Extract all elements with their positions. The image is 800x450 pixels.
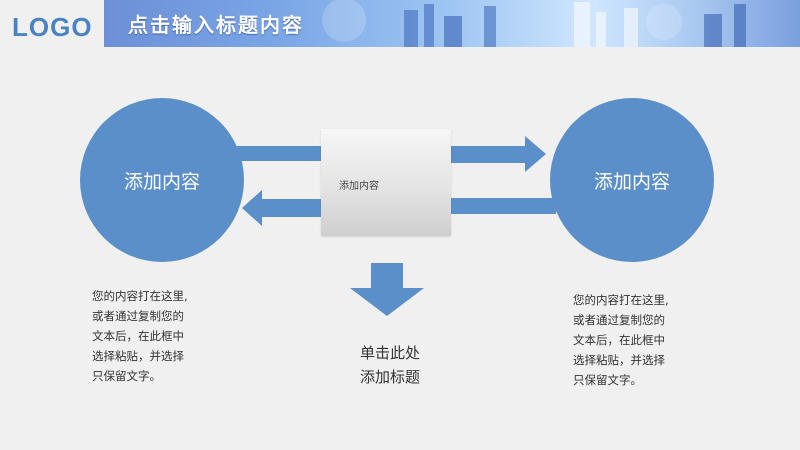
arrow-left-bottom-right (451, 198, 556, 214)
left-desc-line: 只保留文字。 (92, 369, 161, 383)
page-title[interactable]: 点击输入标题内容 (128, 13, 304, 37)
left-desc-line: 文本后，在此框中 (92, 329, 184, 343)
center-box-label: 添加内容 (339, 181, 379, 192)
right-desc-line: 文本后，在此框中 (573, 333, 665, 347)
cta-line: 添加标题 (359, 368, 420, 386)
left-desc-line: 您的内容打在这里, (92, 289, 188, 303)
title-banner[interactable]: 点击输入标题内容 (104, 0, 800, 47)
right-desc-line: 选择粘贴，并选择 (573, 353, 665, 367)
right-circle-node[interactable]: 添加内容 (550, 98, 714, 262)
right-description[interactable]: 您的内容打在这里, 或者通过复制您的 文本后，在此框中 选择粘贴，并选择 只保留… (573, 290, 713, 390)
left-circle-label: 添加内容 (123, 170, 200, 193)
right-circle-label: 添加内容 (593, 170, 670, 193)
logo: LOGO (12, 12, 93, 42)
left-description[interactable]: 您的内容打在这里, 或者通过复制您的 文本后，在此框中 选择粘贴，并选择 只保留… (92, 286, 232, 386)
city-skyline-decoration (322, 0, 746, 47)
right-desc-line: 您的内容打在这里, (573, 293, 669, 307)
left-desc-line: 或者通过复制您的 (92, 309, 184, 323)
left-desc-line: 选择粘贴，并选择 (92, 349, 184, 363)
right-desc-line: 或者通过复制您的 (573, 313, 665, 327)
arrow-left-bottom-left (242, 190, 321, 226)
left-circle-node[interactable]: 添加内容 (80, 98, 244, 262)
right-desc-line: 只保留文字。 (573, 373, 642, 387)
arrow-right-top-left (236, 146, 321, 161)
cta-line: 单击此处 (359, 344, 420, 362)
add-title-placeholder[interactable]: 单击此处 添加标题 (352, 341, 428, 389)
arrow-right-top-right (451, 136, 546, 172)
arrow-down (350, 263, 424, 316)
center-box-node[interactable]: 添加内容 (321, 129, 451, 236)
